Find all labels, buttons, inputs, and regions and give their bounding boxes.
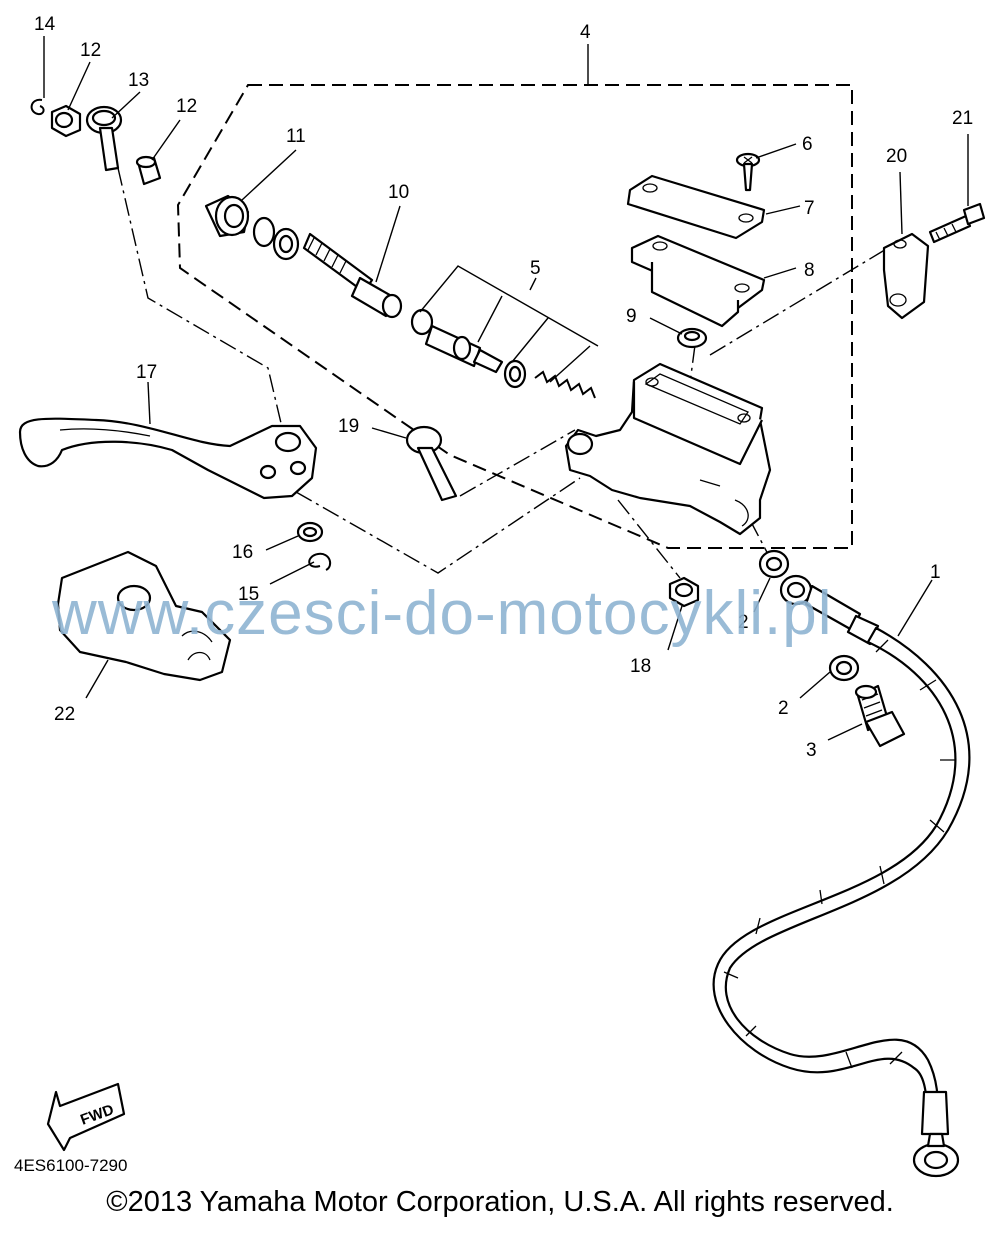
callout-19: 19 bbox=[338, 416, 359, 437]
part-6-screw bbox=[735, 152, 761, 192]
callout-22: 22 bbox=[54, 704, 75, 725]
callout-18: 18 bbox=[630, 656, 651, 677]
callout-15: 15 bbox=[238, 584, 259, 605]
part-19-pin-bolt bbox=[405, 425, 458, 502]
part-12-nut-top bbox=[50, 104, 82, 138]
part-2-washer-upper bbox=[758, 549, 790, 579]
part-21-bolt bbox=[928, 202, 986, 244]
callout-2a: 2 bbox=[738, 612, 749, 633]
part-13-pivot-bolt bbox=[85, 105, 123, 172]
master-cylinder-body bbox=[564, 362, 772, 536]
callout-6: 6 bbox=[802, 134, 813, 155]
part-5-bracket bbox=[419, 265, 599, 383]
chain-line-pin-19 bbox=[459, 429, 576, 497]
callout-2b: 2 bbox=[778, 698, 789, 719]
callout-12a: 12 bbox=[80, 40, 101, 61]
callout-20: 20 bbox=[886, 146, 907, 167]
chain-line-lever-body bbox=[295, 477, 581, 574]
callout-14: 14 bbox=[34, 14, 56, 35]
part-17-clutch-lever bbox=[18, 417, 318, 500]
callout-11: 11 bbox=[286, 126, 306, 147]
part-11-circlip bbox=[252, 216, 300, 261]
callout-21: 21 bbox=[952, 108, 973, 129]
chain-line-nut-18 bbox=[617, 499, 681, 579]
part-20-holder bbox=[882, 232, 930, 320]
part-7-reservoir-cap bbox=[626, 174, 766, 240]
callout-9: 9 bbox=[626, 306, 637, 327]
callout-8: 8 bbox=[804, 260, 815, 281]
callout-4: 4 bbox=[580, 22, 591, 43]
part-3-union-bolt bbox=[854, 684, 906, 748]
callout-3: 3 bbox=[806, 740, 817, 761]
callout-16: 16 bbox=[232, 542, 253, 563]
callout-1: 1 bbox=[930, 562, 941, 583]
chain-line-holder-20 bbox=[709, 247, 889, 356]
part-16-washer bbox=[296, 521, 324, 543]
callout-10: 10 bbox=[388, 182, 409, 203]
assembly-outline-4 bbox=[176, 84, 853, 549]
part-2-washer-lower bbox=[828, 654, 860, 682]
chain-line-lever-pin bbox=[117, 167, 286, 441]
part-1-clutch-hose bbox=[712, 574, 971, 1178]
fwd-arrow-icon: FWD bbox=[46, 1082, 126, 1152]
part-14-clip bbox=[30, 98, 45, 116]
watermark-text: www.czesci-do-motocykli.pl bbox=[52, 579, 833, 648]
part-12-collar bbox=[135, 155, 162, 186]
callout-12b: 12 bbox=[176, 96, 197, 117]
part-8-diaphragm bbox=[630, 234, 766, 328]
callout-5: 5 bbox=[530, 258, 541, 279]
part-15-circlip bbox=[308, 552, 332, 571]
leader-lines bbox=[43, 36, 969, 741]
part-9-plug bbox=[676, 327, 708, 349]
part-22-cover bbox=[56, 550, 232, 682]
diagram-code: 4ES6100-7290 bbox=[14, 1156, 128, 1175]
part-5-piston-kit bbox=[410, 308, 596, 399]
copyright-notice: ©2013 Yamaha Motor Corporation, U.S.A. A… bbox=[106, 1186, 894, 1218]
part-10-push-rod bbox=[302, 232, 403, 319]
part-18-nut bbox=[668, 576, 700, 608]
part-11-dust-boot bbox=[204, 194, 250, 238]
callout-7: 7 bbox=[804, 198, 815, 219]
callout-13: 13 bbox=[128, 70, 149, 91]
callout-17: 17 bbox=[136, 362, 157, 383]
